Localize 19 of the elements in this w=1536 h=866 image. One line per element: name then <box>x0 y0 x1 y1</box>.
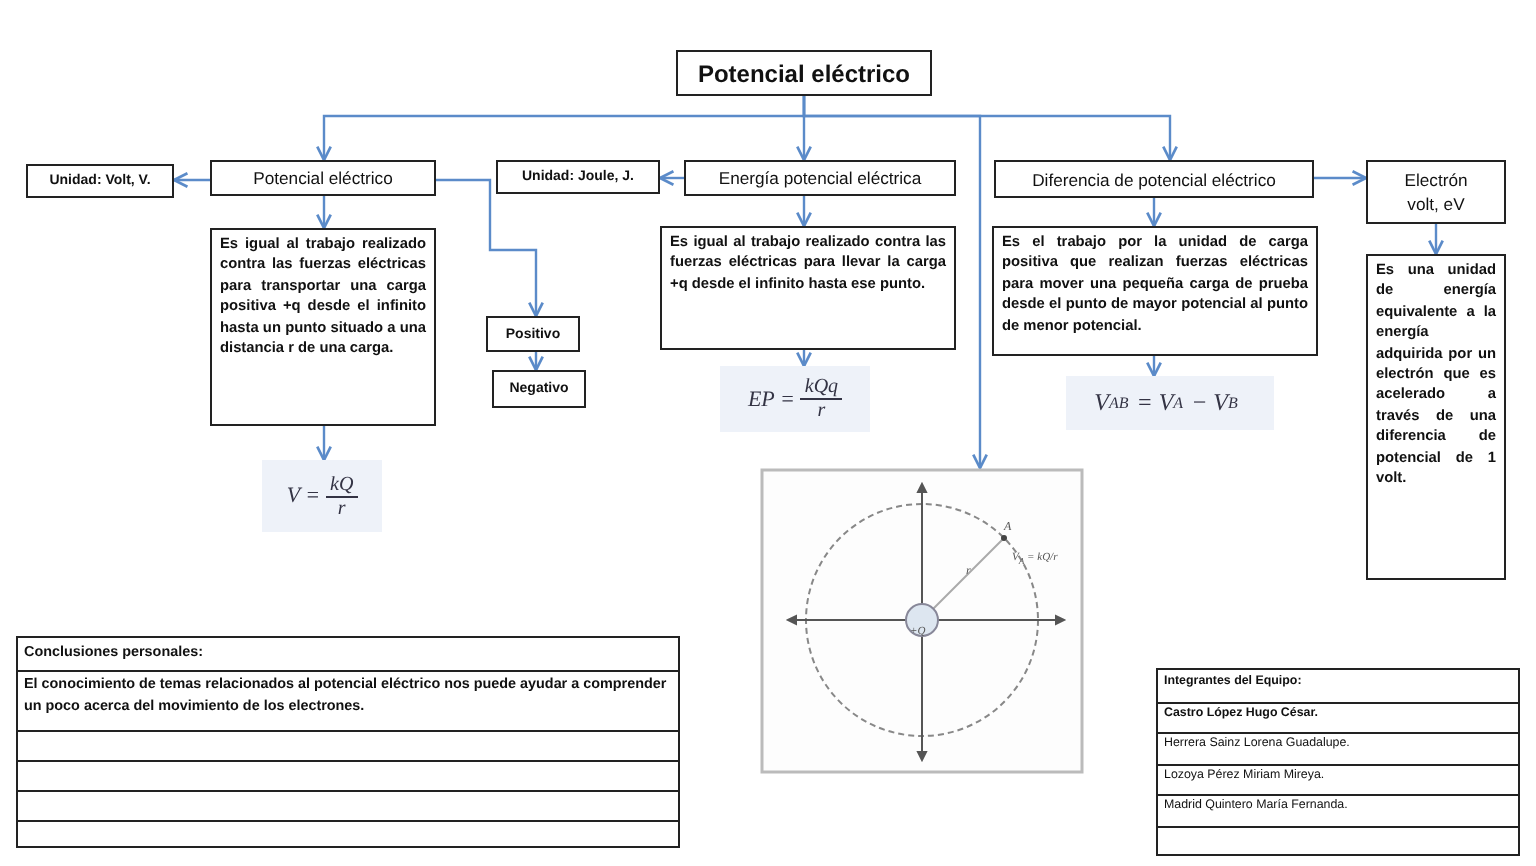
arrow <box>172 171 210 189</box>
arrow <box>1427 224 1445 256</box>
picture <box>760 468 1088 778</box>
concept-box: Electrón volt, eV <box>1366 160 1506 224</box>
concept-box: Potencial eléctrico <box>210 160 436 196</box>
arrow <box>802 96 989 470</box>
concept-box: Energía potencial eléctrica <box>684 160 956 196</box>
arrow <box>658 169 684 187</box>
arrow <box>1145 356 1163 378</box>
arrow <box>795 350 813 368</box>
arrow <box>315 196 333 230</box>
arrow <box>436 178 545 318</box>
concept-box: Diferencia de potencial eléctrico <box>994 160 1314 198</box>
arrow <box>1314 169 1368 187</box>
arrow <box>795 196 813 228</box>
arrow <box>315 426 333 462</box>
arrow <box>1145 198 1163 228</box>
title-box: Potencial eléctrico <box>676 50 932 96</box>
arrow <box>527 352 545 372</box>
